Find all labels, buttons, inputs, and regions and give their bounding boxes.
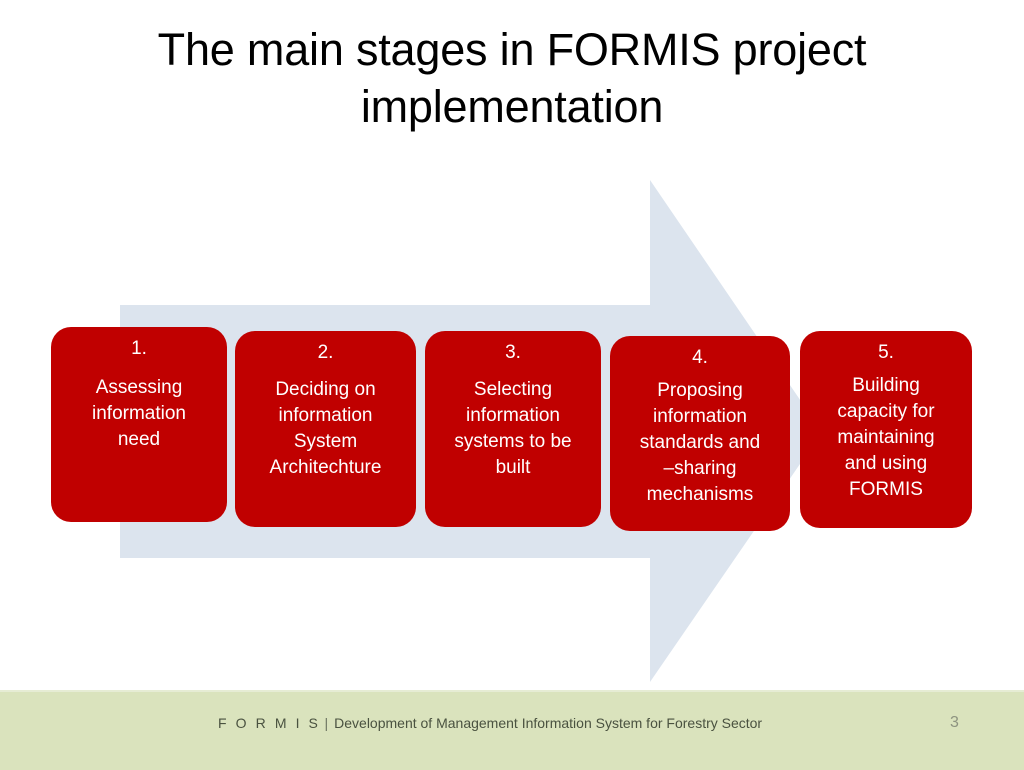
footer-text: F O R M I S| Development of Management In… [218,715,762,731]
stage-box-1[interactable]: 1. Assessing information need [51,327,227,522]
stage-4-number: 4. [692,347,708,368]
page-number: 3 [950,714,959,731]
stage-2-number: 2. [317,342,334,363]
stage-1-label: Assessing information need [92,376,186,450]
stage-box-5[interactable]: 5. Building capacity for maintaining and… [800,331,972,528]
stage-3-number: 3. [505,342,521,363]
stage-box-3[interactable]: 3. Selecting information systems to be b… [425,331,601,527]
stage-5-label: Building capacity for maintaining and us… [837,374,935,501]
stage-box-list: 1. Assessing information need 2. Decidin… [51,327,972,531]
stage-5-number: 5. [878,342,894,363]
stage-4-label: Proposing information standards and –sha… [639,379,761,506]
stage-3-label: Selecting information systems to be buil… [454,378,572,479]
slide-footer: F O R M I S| Development of Management In… [0,690,1024,770]
stage-1-number: 1. [131,338,147,359]
stage-box-2[interactable]: 2. Deciding on information System Archit… [235,331,416,527]
stage-box-4[interactable]: 4. Proposing information standards and –… [610,336,790,531]
footer-separator: | [324,715,329,731]
footer-brand: F O R M I S [218,715,321,731]
stage-2-label: Deciding on information System Architech… [269,378,382,479]
footer-tagline: Development of Management Information Sy… [334,715,763,731]
page-title: The main stages in FORMIS project implem… [157,24,867,132]
